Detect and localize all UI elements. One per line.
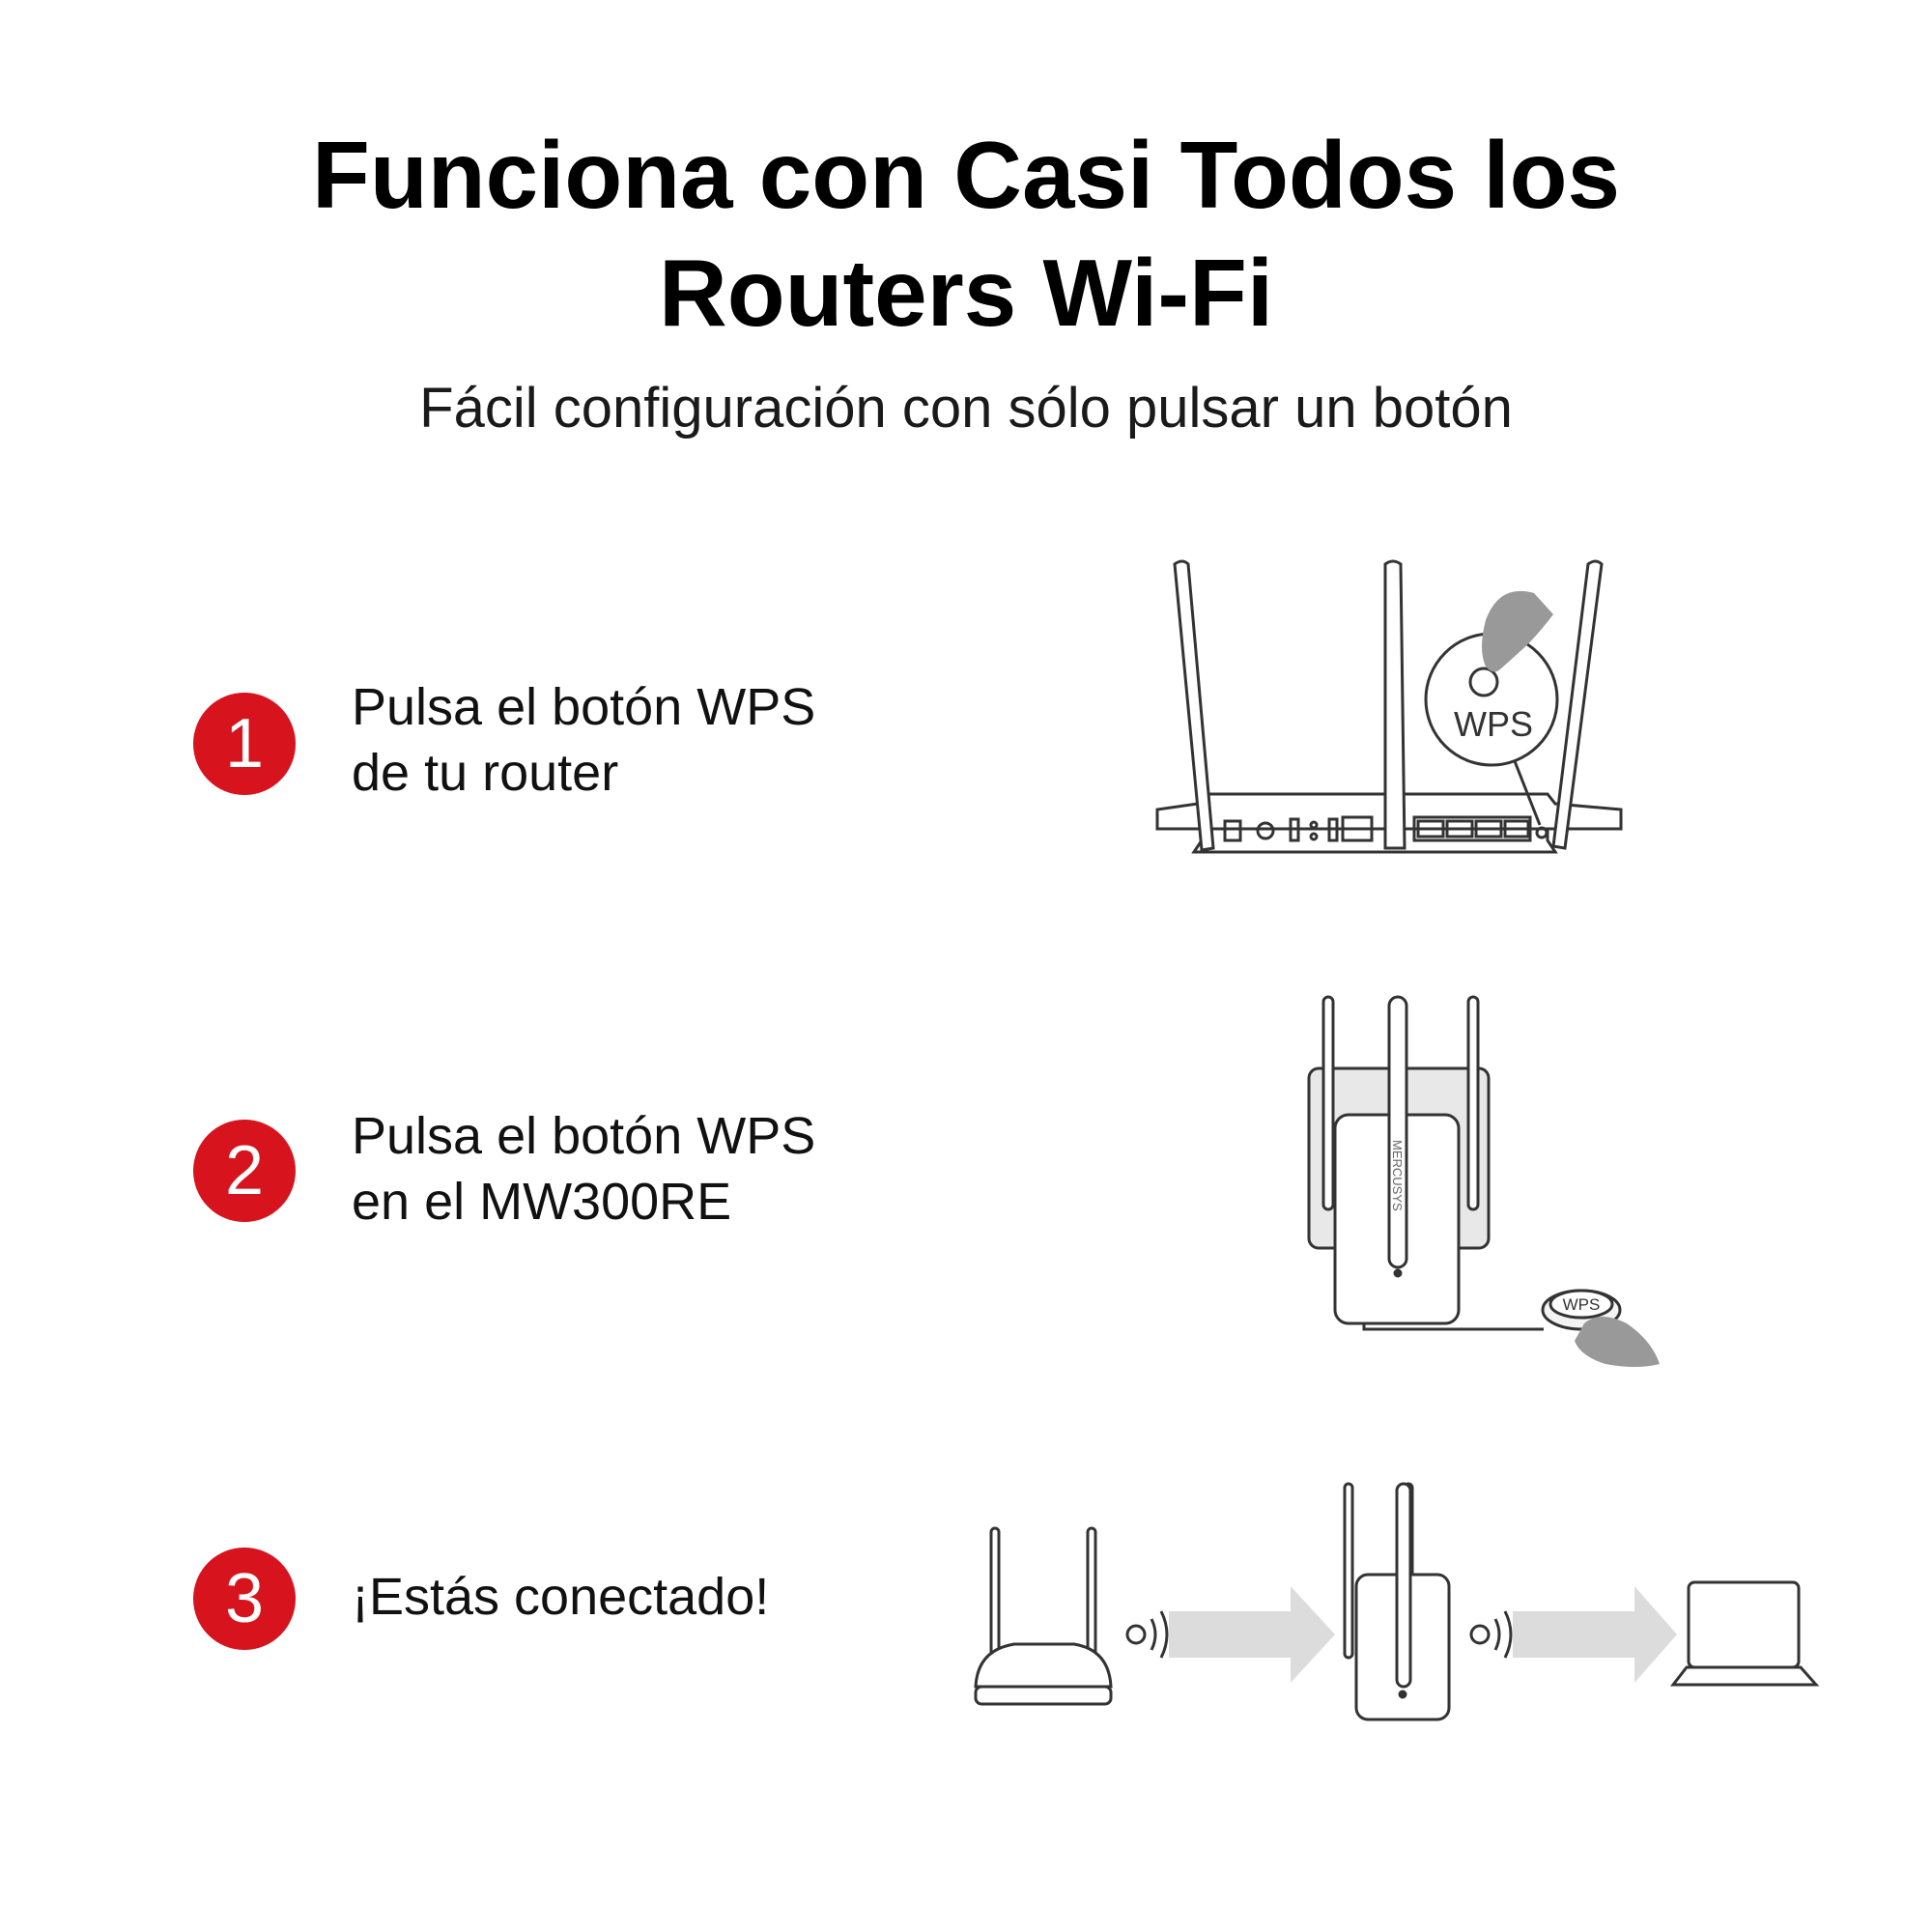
router-wps-illustration: WPS — [1155, 559, 1623, 854]
step-3-line-1: ¡Estás conectado! — [352, 1568, 770, 1626]
extender-brand-label: MERCUSYS — [1390, 1140, 1405, 1211]
step-2-text: Pulsa el botón WPS en el MW300RE — [352, 1103, 931, 1235]
step-1-text: Pulsa el botón WPS de tu router — [352, 674, 931, 806]
step-3-text: ¡Estás conectado! — [352, 1564, 931, 1630]
step-1-line-2: de tu router — [352, 744, 619, 802]
connection-illustration — [974, 1482, 1820, 1721]
step-1-line-1: Pulsa el botón WPS — [352, 678, 816, 736]
page-title: Funciona con Casi Todos los Routers Wi-F… — [193, 116, 1739, 352]
step-2-line-2: en el MW300RE — [352, 1173, 732, 1231]
extender-wps-label: WPS — [1563, 1295, 1601, 1314]
title-line-1: Funciona con Casi Todos los — [312, 122, 1620, 228]
step-2-badge: 2 — [193, 1120, 296, 1222]
router-wps-label: WPS — [1454, 704, 1533, 744]
title-line-2: Routers Wi-Fi — [658, 240, 1274, 346]
step-1-badge: 1 — [193, 693, 296, 795]
extender-wps-illustration: MERCUSYS WPS — [1307, 995, 1660, 1367]
step-3-badge: 3 — [193, 1548, 296, 1650]
page-subtitle: Fácil configuración con sólo pulsar un b… — [419, 377, 1513, 440]
step-2-line-1: Pulsa el botón WPS — [352, 1107, 816, 1165]
